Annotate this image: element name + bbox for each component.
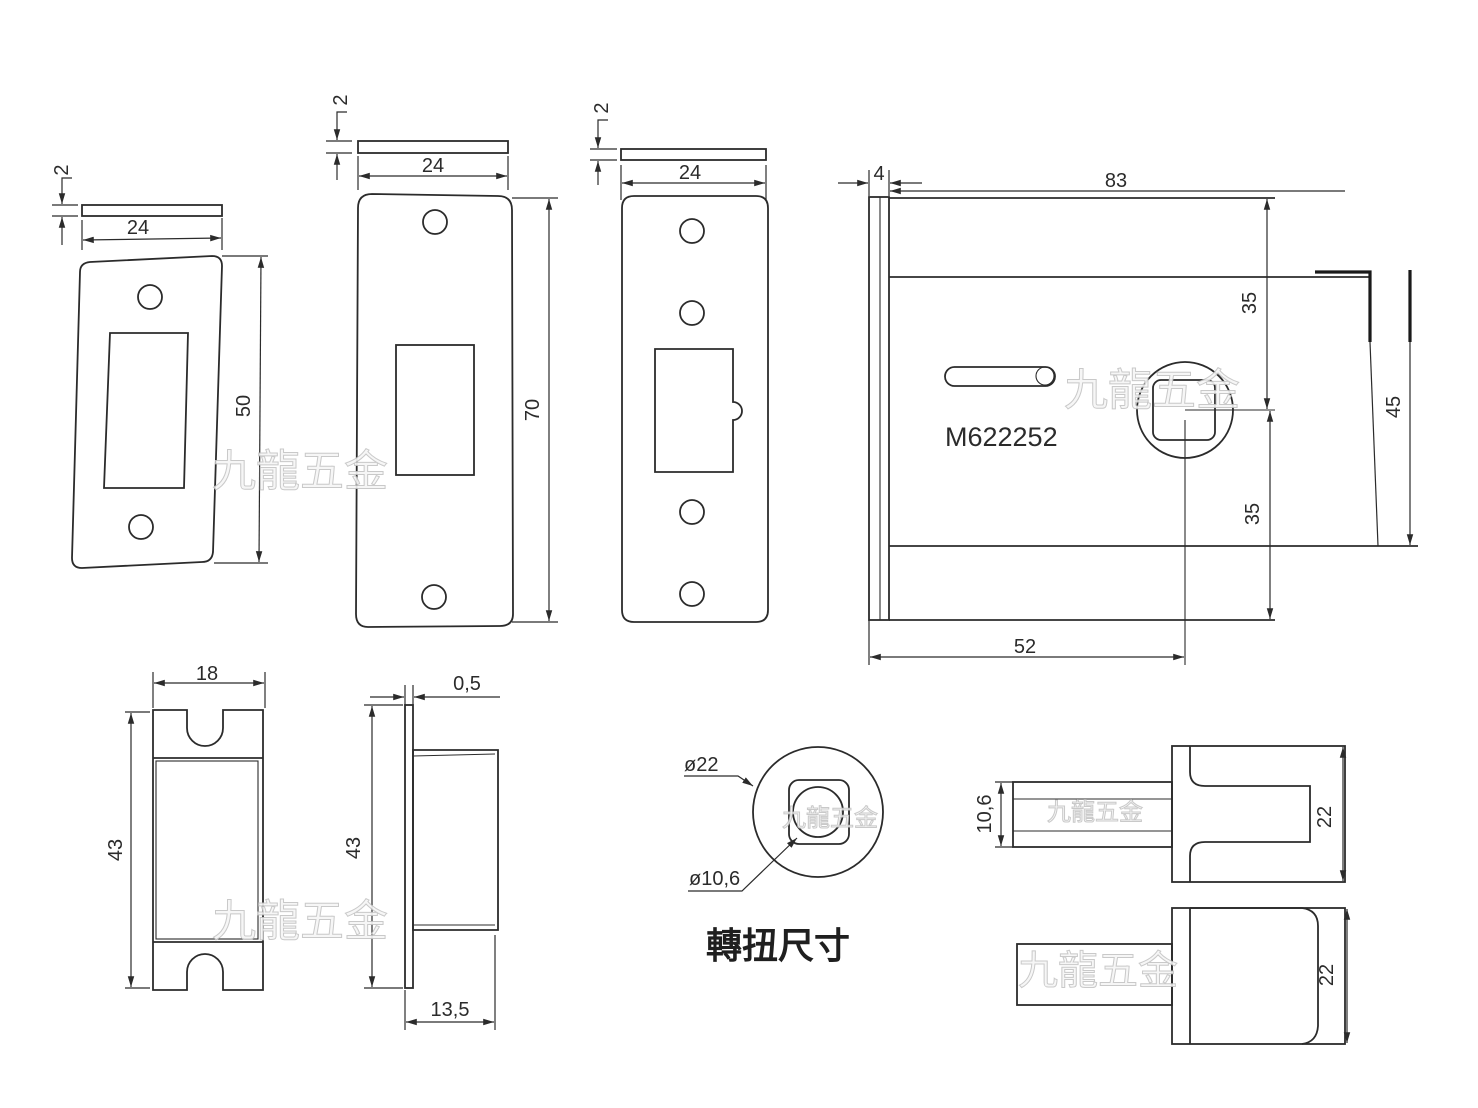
plate-b-width-label: 24 (422, 155, 444, 177)
plate-c-hole-4 (679, 581, 705, 607)
plate-c-notched-opening (654, 348, 743, 473)
plate-b-top-hole (422, 209, 448, 235)
watermarks: 九龍五金 九龍五金 九龍五金 九龍五金 九龍五金 九龍五金 (212, 365, 1241, 995)
turn-outer-circle (752, 746, 884, 878)
body-length-label: 83 (1105, 170, 1127, 192)
watermark-text: 九龍五金 (1064, 365, 1240, 416)
plate-a-thickness-strip (81, 204, 223, 217)
outer-diameter-label: ø22 (684, 754, 718, 776)
plate-a-opening (103, 332, 189, 489)
plate-c-thickness-label: 2 (591, 102, 613, 113)
lower-distance-label: 35 (1242, 503, 1264, 525)
plate-c-hole-3 (679, 499, 705, 525)
plate-b-thickness-label: 2 (330, 94, 352, 105)
strike-plate-50: 2 24 50 (51, 164, 268, 569)
plate-c-width-label: 24 (679, 162, 701, 184)
bolt-side-plate (404, 704, 414, 989)
watermark-text: 九龍五金 (1018, 948, 1178, 994)
body-height-label: 45 (1383, 396, 1405, 418)
bolt-front-outline (152, 709, 264, 991)
plate-thickness-label: 0,5 (453, 673, 481, 695)
plate-c-thickness-strip (620, 148, 767, 161)
upper-distance-label: 35 (1239, 292, 1261, 314)
plate-b-opening (395, 344, 475, 476)
bolt-side-view: 0,5 43 13,5 (343, 673, 500, 1030)
bolt-slot (944, 366, 1056, 387)
bolt-side-body (412, 749, 499, 931)
plate-a-top-hole (137, 284, 163, 310)
plate-c-outline (621, 195, 769, 623)
lock-faceplate (868, 196, 890, 621)
plate-b-thickness-strip (357, 140, 509, 154)
strike-plate-four-holes: 2 24 (590, 102, 769, 623)
plate-a-bottom-hole (128, 514, 154, 540)
bolt-front-view: 18 43 (105, 663, 266, 991)
inner-diameter-label: ø10,6 (689, 868, 740, 890)
watermark-text: 九龍五金 (782, 804, 878, 832)
plate-a-width-label: 24 (127, 217, 149, 239)
faceplate-thickness-label: 4 (873, 163, 884, 185)
plate-b-bottom-hole (421, 584, 447, 610)
model-number: M622252 (945, 422, 1058, 452)
plate-a-thickness-label: 2 (51, 164, 73, 175)
watermark-text: 九龍五金 (212, 896, 388, 947)
turn-size-caption: 轉扭尺寸 (706, 926, 850, 967)
lock-body: 4 83 M622252 35 35 45 52 (838, 163, 1418, 665)
shaft-size-label: 10,6 (974, 795, 996, 834)
turn-piece-top-view: ø22 ø10,6 轉扭尺寸 (684, 746, 884, 967)
bolt-depth-label: 13,5 (431, 999, 470, 1021)
plate-a-outline (71, 255, 223, 569)
turn-piece-side-views: 10,6 22 22 (974, 745, 1351, 1045)
bolt-side-height-label: 43 (343, 837, 365, 859)
plate-c-hole-2 (679, 300, 705, 326)
watermark-text: 九龍五金 (212, 446, 388, 497)
turn-inner-circle (792, 786, 844, 838)
backset-label: 52 (1014, 636, 1036, 658)
plate-a-height-label: 50 (233, 395, 255, 417)
turn-inner-square (788, 779, 850, 845)
watermark-text: 九龍五金 (1047, 798, 1143, 826)
strike-plate-70: 2 24 70 (326, 94, 558, 628)
head-top-size-label: 22 (1314, 806, 1336, 828)
plate-b-height-label: 70 (522, 399, 544, 421)
plate-c-hole-1 (679, 218, 705, 244)
plate-b-outline (355, 193, 514, 628)
bolt-width-label: 18 (196, 663, 218, 685)
bolt-front-height-label: 43 (105, 839, 127, 861)
head-bottom-size-label: 22 (1316, 964, 1338, 986)
